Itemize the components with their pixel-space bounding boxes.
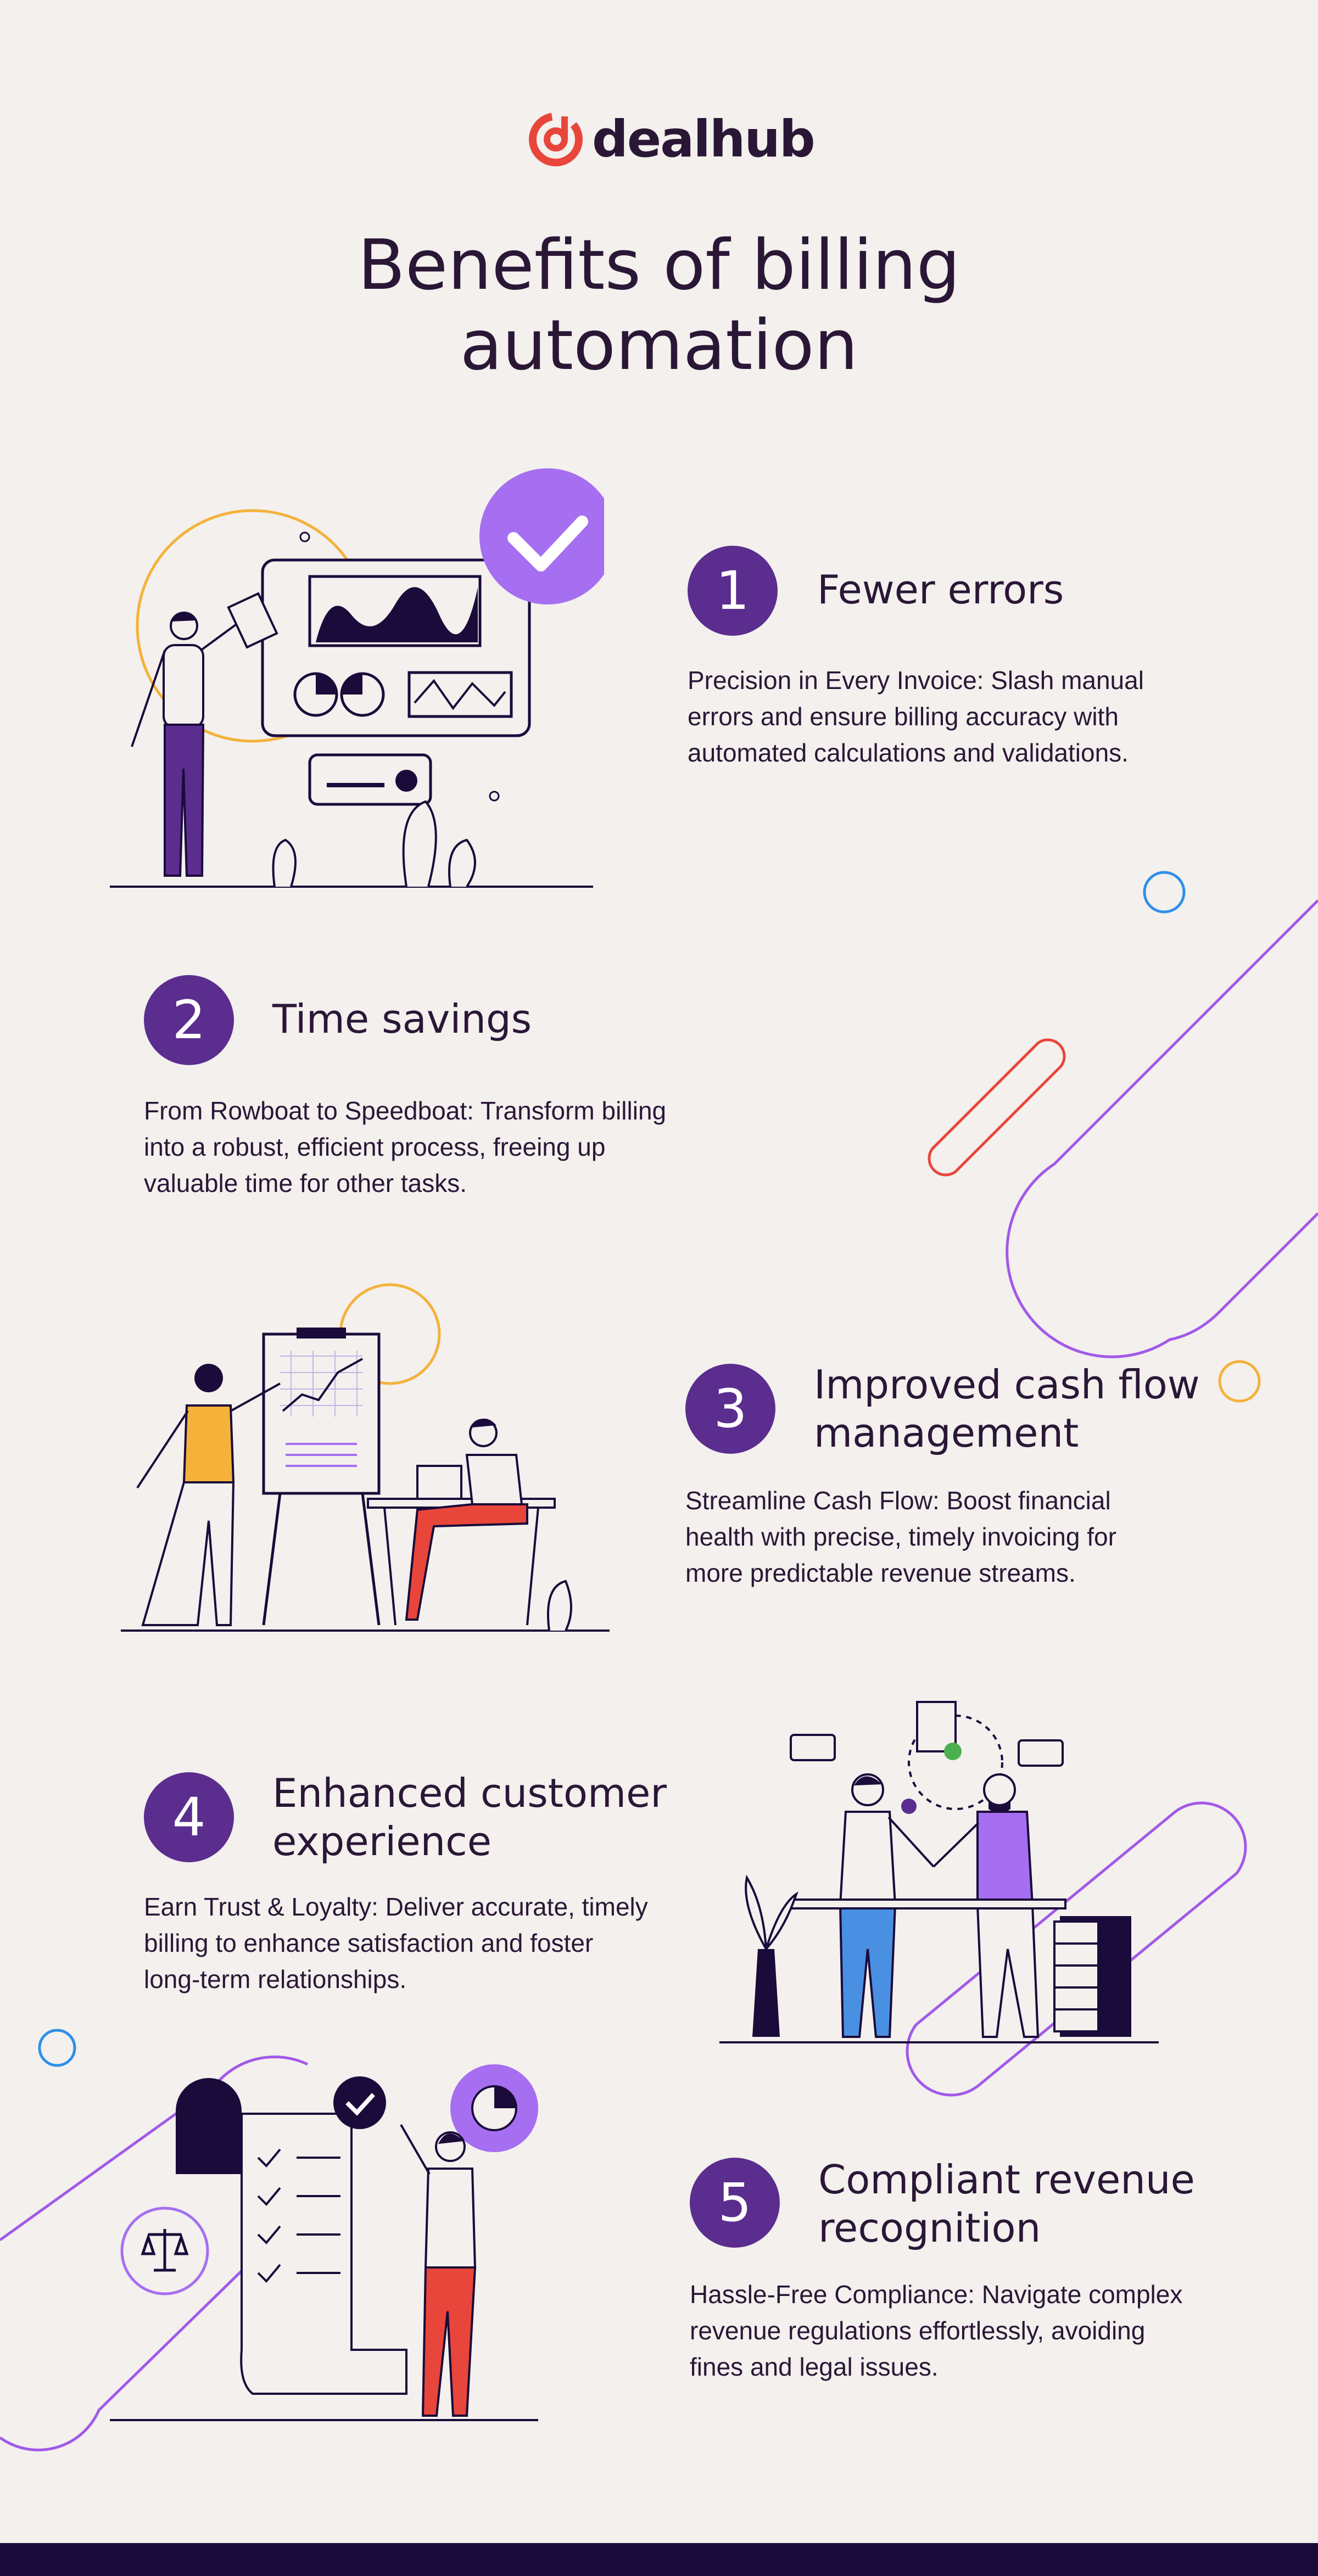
benefit-5-description: Hassle-Free Compliance: Navigate complex… — [690, 2280, 1183, 2381]
benefit-1-number: 1 — [688, 546, 778, 636]
page-title: Benefits of billing automation — [358, 225, 960, 385]
benefit-2-title: Time savings — [272, 996, 532, 1042]
benefit-1-title: Fewer errors — [817, 567, 1064, 613]
benefit-4-title: Enhanced customer experience — [272, 1770, 667, 1864]
checkmark-icon — [507, 516, 588, 572]
scales-icon — [141, 2229, 189, 2272]
benefit-4-number: 4 — [144, 1772, 234, 1862]
benefit-4-description: Earn Trust & Loyalty: Deliver accurate, … — [144, 1892, 648, 1993]
benefit-2-number: 2 — [144, 975, 234, 1065]
benefit-3-number: 3 — [685, 1364, 775, 1454]
handshake-illustration — [719, 1701, 1159, 2043]
benefit-5-title: Compliant revenue recognition — [818, 2157, 1195, 2251]
dealhub-logo-icon — [529, 112, 583, 166]
dashboard-illustration — [110, 468, 604, 888]
checklist-scroll-illustration — [110, 2064, 538, 2421]
benefit-2-description: From Rowboat to Speedboat: Transform bil… — [144, 1096, 667, 1197]
brand-name: dealhub — [592, 110, 816, 169]
footer-bar — [0, 2543, 1318, 2576]
benefit-1-description: Precision in Every Invoice: Slash manual… — [688, 666, 1144, 767]
benefit-5-number: 5 — [690, 2158, 780, 2248]
benefit-3-title: Improved cash flow management — [814, 1362, 1200, 1456]
chart-board-illustration — [121, 1283, 610, 1632]
brand-logo: dealhub — [527, 110, 816, 169]
benefit-3-description: Streamline Cash Flow: Boost financial he… — [685, 1486, 1116, 1587]
